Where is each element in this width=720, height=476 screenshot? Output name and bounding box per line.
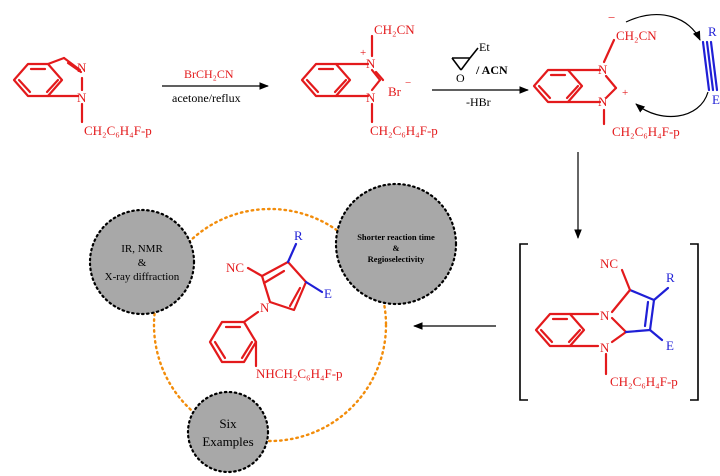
benzimidazolium-salt: N + N CH₂CN Br − CH₂C₆H₄F-p xyxy=(300,22,438,138)
bubble-advantages: Shorter reaction time & Regioselectivity xyxy=(334,182,458,306)
bubble-line: Shorter reaction time xyxy=(357,232,435,242)
ylide-intermediate: N N + CH₂CN − CH₂C₆H₄F-p xyxy=(532,10,680,139)
bubble-characterization: IR, NMR & X-ray diffraction xyxy=(88,208,196,316)
r-substituent: R xyxy=(294,228,303,243)
amine-label: NHCH₂C₆H₄F-p xyxy=(256,366,343,381)
charge-plus: + xyxy=(622,87,628,99)
epoxide-reagent: Et O xyxy=(451,40,490,85)
charge-plus: + xyxy=(360,47,366,59)
atom-n: N xyxy=(366,90,376,105)
bracket-right xyxy=(690,243,699,401)
bubble-line: Regioselectivity xyxy=(368,254,425,264)
bubble-line: & xyxy=(138,257,147,269)
nitrile-label: NC xyxy=(600,256,618,271)
cyanomethyl-label: CH₂CN xyxy=(374,22,415,37)
bubble-line: Examples xyxy=(202,434,253,449)
fluorobenzyl-label: CH₂C₆H₄F-p xyxy=(84,123,152,138)
cycloadduct-intermediate: N N NC R E CH₂C₆H₄F-p xyxy=(519,243,699,401)
electron-push-arrow xyxy=(625,14,701,41)
bracket-left xyxy=(519,243,528,401)
fluorobenzyl-label: CH₂C₆H₄F-p xyxy=(370,123,438,138)
epoxide-ethyl: Et xyxy=(479,40,490,54)
atom-n: N xyxy=(77,60,87,75)
condition-minus-hbr: -HBr xyxy=(466,95,491,109)
reagent-bromoacetonitrile: BrCH₂CN xyxy=(184,67,234,81)
bubble-scope: Six Examples xyxy=(186,390,270,474)
electron-push-arrow xyxy=(635,91,709,117)
bromide-label: Br xyxy=(388,84,402,99)
atom-n: N xyxy=(600,340,610,355)
bubble-line: Six xyxy=(219,416,237,431)
cyanomethyl-label: CH₂CN xyxy=(616,28,657,43)
highlight-circle xyxy=(152,207,388,443)
atom-n: N xyxy=(260,300,270,315)
bubble-line: X-ray diffraction xyxy=(105,271,180,283)
atom-n-plus: N xyxy=(366,56,376,71)
alkyne-e-label: E xyxy=(712,92,720,107)
fluorobenzyl-label: CH₂C₆H₄F-p xyxy=(610,374,678,389)
nitrile-label: NC xyxy=(226,260,244,275)
alkyne-reagent: R E xyxy=(701,24,720,107)
solvent-acn: / ACN xyxy=(475,63,508,77)
bubble-line: IR, NMR xyxy=(121,243,163,255)
epoxide-oxygen: O xyxy=(456,71,465,85)
atom-n: N xyxy=(598,94,608,109)
alkyne-r-label: R xyxy=(708,24,717,39)
benzimidazole-start: N N CH₂C₆H₄F-p xyxy=(12,56,152,138)
e-substituent: E xyxy=(666,338,674,353)
atom-n: N xyxy=(598,62,608,77)
r-substituent: R xyxy=(666,270,675,285)
fluorobenzyl-label: CH₂C₆H₄F-p xyxy=(612,124,680,139)
pyrrole-product: N NC R E NHCH₂C₆H₄F-p xyxy=(208,228,343,381)
atom-n: N xyxy=(77,90,87,105)
condition-acetone-reflux: acetone/reflux xyxy=(172,91,241,105)
bubble-line: & xyxy=(392,243,399,253)
e-substituent: E xyxy=(324,286,332,301)
charge-minus: − xyxy=(405,77,411,89)
atom-n: N xyxy=(600,308,610,323)
charge-minus: − xyxy=(608,10,615,25)
